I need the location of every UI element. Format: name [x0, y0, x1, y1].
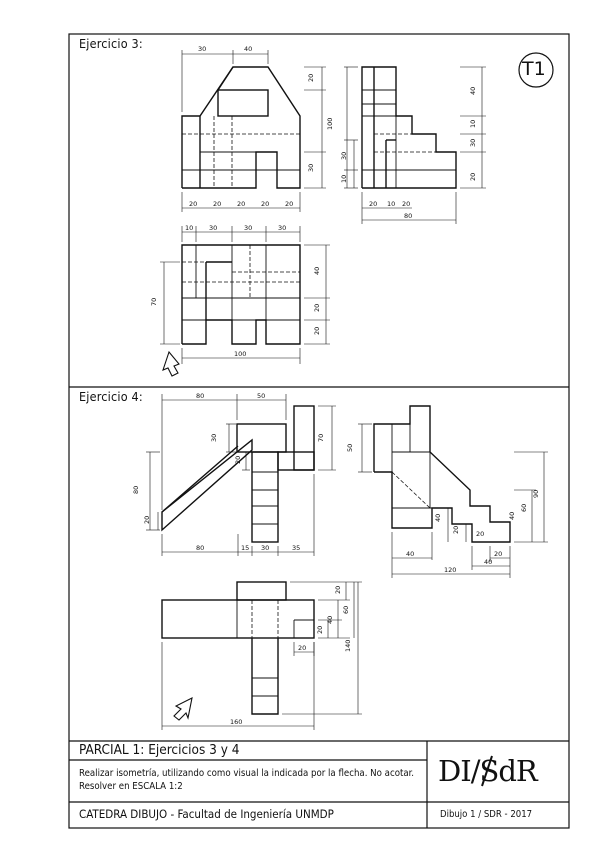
ex3-label: Ejercicio 3: [79, 36, 143, 51]
ex4-side-dims [358, 423, 548, 578]
ex3-front-view [181, 66, 301, 189]
ex4-front-dim-inner-1: 20 [234, 456, 242, 464]
ex3-top-dim-top-0: 10 [185, 224, 193, 232]
ex3-side-dim-right-0: 40 [469, 87, 477, 95]
ex3-top-dim-top-1: 30 [209, 224, 217, 232]
badge-circle [518, 52, 554, 88]
ex3-side-dim-total: 80 [404, 212, 412, 220]
ex4-front-dim-left: 80 [132, 486, 140, 494]
ex3-front-dim-bottom-2: 20 [237, 200, 245, 208]
ex3-front-dim-bottom-0: 20 [189, 200, 197, 208]
ex4-side-dim-inner-4: 60 [520, 504, 528, 512]
ex3-front-dim-right-0: 20 [307, 74, 315, 82]
ex4-side-dim-inner-1: 20 [452, 526, 460, 534]
sheet-border [68, 33, 570, 829]
ex3-top-dim-top-3: 30 [278, 224, 286, 232]
ex4-front-dim-bottom-3: 35 [292, 544, 300, 552]
ex4-side-view [373, 405, 511, 543]
ex3-view-arrow-icon [162, 350, 180, 377]
ex3-side-dim-right-3: 20 [469, 173, 477, 181]
ex3-side-dim-left-0: 100 [326, 118, 334, 130]
ex4-front-dim-bottom-0: 80 [196, 544, 204, 552]
ex3-side-dim-right-1: 10 [469, 120, 477, 128]
ex4-side-dim-inner-2: 20 [476, 530, 484, 538]
ex3-top-dims [160, 226, 330, 364]
sheet-badge: T1 [522, 58, 546, 80]
ex3-top-dim-right-0: 40 [313, 267, 321, 275]
ex4-label: Ejercicio 4: [79, 389, 143, 404]
ex4-front-dims [146, 394, 336, 556]
ex3-top-view [181, 244, 301, 345]
ex4-front-dim-right: 70 [317, 434, 325, 442]
ex3-side-dim-left-2: 10 [340, 175, 348, 183]
ex4-top-dim-right-3: 140 [344, 640, 352, 652]
ex4-top-view [161, 581, 315, 715]
ex3-front-dims [181, 50, 326, 212]
ex4-top-dim-right-2: 60 [342, 606, 350, 614]
ex4-side-dim-inner-0: 40 [434, 514, 442, 522]
ex3-side-dim-bottom-0: 20 [369, 200, 377, 208]
ex4-front-dim-top-1: 50 [257, 392, 265, 400]
titleblock-logo: DI/SdR [438, 754, 538, 788]
ex4-side-dim-bottom-2: 40 [484, 558, 492, 566]
ex4-top-dim-inner-0: 20 [316, 626, 324, 634]
ex4-side-dim-bottom-0: 40 [406, 550, 414, 558]
ex4-front-dim-top-0: 80 [196, 392, 204, 400]
ex4-top-dim-right-0: 20 [334, 586, 342, 594]
ex3-side-dim-bottom-1: 10 [387, 200, 395, 208]
ex3-side-dims [344, 66, 486, 224]
ex4-top-dim-right-1: 40 [326, 616, 334, 624]
titleblock-sheet-ref: Dibujo 1 / SDR - 2017 [440, 809, 533, 820]
ex3-front-dim-bottom-4: 20 [285, 200, 293, 208]
ex3-side-dim-right-2: 30 [469, 139, 477, 147]
ex3-top-dim-bottom: 100 [234, 350, 246, 358]
ex4-side-dim-inner-3: 40 [508, 512, 516, 520]
ex3-side-dim-bottom-2: 20 [402, 200, 410, 208]
ex3-front-dim-right-1: 30 [307, 164, 315, 172]
ex4-side-dim-bottom-1: 20 [494, 550, 502, 558]
ex3-front-dim-top-1: 40 [244, 45, 252, 53]
titleblock-title: PARCIAL 1: Ejercicios 3 y 4 [79, 742, 240, 758]
ex4-front-dim-bottom-2: 30 [261, 544, 269, 552]
ex3-top-dim-right-1: 20 [313, 304, 321, 312]
ex3-front-dim-bottom-3: 20 [261, 200, 269, 208]
ex3-top-dim-left: 70 [150, 298, 158, 306]
ex4-side-dim-right: 90 [532, 490, 540, 498]
ex4-side-dim-total: 120 [444, 566, 456, 574]
ex4-front-view [161, 405, 315, 543]
ex3-front-dim-bottom-1: 20 [213, 200, 221, 208]
ex4-view-arrow-icon [173, 697, 193, 721]
ex4-top-dims [161, 581, 362, 730]
titleblock-instructions: Realizar isometría, utilizando como visu… [79, 768, 415, 792]
ex3-side-view [361, 66, 457, 189]
ex4-front-dim-inner-0: 30 [210, 434, 218, 442]
ex4-top-dim-bottom: 160 [230, 718, 242, 726]
ex3-side-dim-left-1: 30 [340, 152, 348, 160]
ex3-top-dim-right-2: 20 [313, 327, 321, 335]
ex4-top-dim-inner-1: 20 [298, 644, 306, 652]
logo-slash [481, 755, 493, 787]
ex3-top-dim-top-2: 30 [244, 224, 252, 232]
ex4-front-dim-bottom-1: 15 [241, 544, 249, 552]
titleblock-department: CATEDRA DIBUJO - Facultad de Ingeniería … [79, 807, 334, 821]
ex4-side-dim-left: 50 [346, 444, 354, 452]
ex3-front-dim-top-0: 30 [198, 45, 206, 53]
ex4-front-dim-inner-2: 20 [143, 516, 151, 524]
